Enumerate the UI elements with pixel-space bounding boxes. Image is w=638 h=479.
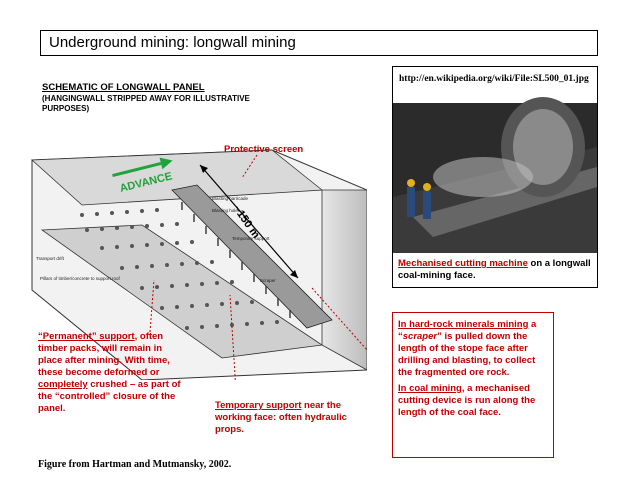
longwall-schematic: ADVANCE ~150 m Transport drift Pillars o… xyxy=(31,144,367,380)
temporary-props xyxy=(181,202,291,318)
hard-rock-link: In hard-rock minerals mining xyxy=(398,319,529,330)
scraper-leader xyxy=(311,287,367,351)
pillar-dots xyxy=(80,208,279,330)
slide-title-text: Underground mining: longwall mining xyxy=(49,34,296,51)
permanent-support-note: “Permanent” support, often timber packs,… xyxy=(38,331,188,415)
hard-rock-text-b: ” is pulled down the length of the stope… xyxy=(398,331,536,378)
temporary-support-link: Temporary support xyxy=(215,400,302,411)
temporary-support-text: near the working face: often hydraulic p… xyxy=(215,400,347,435)
schematic-heading: SCHEMATIC OF LONGWALL PANEL (HANGINGWALL… xyxy=(42,82,272,114)
slide-title: Underground mining: longwall mining xyxy=(40,30,598,56)
transport-drift xyxy=(40,224,324,359)
permanent-support-link: “Permanent” support xyxy=(38,331,135,342)
working-face xyxy=(171,184,333,329)
temporary-support-leader xyxy=(229,294,236,380)
scraper-word: scraper xyxy=(402,331,438,342)
permanent-text-completely: completely xyxy=(38,379,88,390)
hard-rock-note: In hard-rock minerals mining a “scraper”… xyxy=(392,312,554,458)
temporary-support-note: Temporary support near the working face:… xyxy=(215,400,365,436)
hard-rock-text-a: a “ xyxy=(398,319,537,342)
label-pillars: Pillars of timber/concrete to support ro… xyxy=(40,276,121,281)
permanent-text-b: , often timber packs, will remain in pla… xyxy=(38,331,170,378)
permanent-support-leader xyxy=(149,279,155,333)
back-wall xyxy=(31,149,324,206)
photo-caption-link: Mechanised cutting machine xyxy=(398,258,528,269)
label-scraper: Scraper xyxy=(260,278,276,283)
figure-caption: Figure from Hartman and Mutmansky, 2002. xyxy=(38,459,232,470)
photo-panel: http://en.wikipedia.org/wiki/File:SL500_… xyxy=(392,66,598,288)
coal-mining-paragraph: In coal mining, a mechanised cutting dev… xyxy=(398,383,548,419)
photo-caption-rest: on a longwall coal-mining face. xyxy=(398,258,591,281)
schematic-title: SCHEMATIC OF LONGWALL PANEL xyxy=(42,82,205,93)
photo-caption: Mechanised cutting machine on a longwall… xyxy=(398,258,594,282)
label-blasting-barricade: Blasting barricade xyxy=(212,196,249,201)
length-arrow xyxy=(199,164,299,279)
right-wall xyxy=(321,189,367,371)
label-temporary-support: Temporary support xyxy=(232,236,270,241)
coal-mining-link: In coal mining xyxy=(398,383,462,394)
label-transport-drift: Transport drift xyxy=(36,256,65,261)
protective-screen-leader xyxy=(241,154,258,179)
permanent-text-d: crushed – as part of the “controlled” cl… xyxy=(38,379,181,414)
schematic-subtitle: (HANGINGWALL STRIPPED AWAY FOR ILLUSTRAT… xyxy=(42,94,250,113)
hard-rock-paragraph: In hard-rock minerals mining a “scraper”… xyxy=(398,319,548,379)
cutting-machine-photo xyxy=(393,67,597,287)
protective-screen-label: Protective screen xyxy=(224,144,303,155)
coal-mining-text: , a mechanised cutting device is run alo… xyxy=(398,383,536,418)
label-blasting-holes: Blasting holes xyxy=(212,208,241,213)
photo-url: http://en.wikipedia.org/wiki/File:SL500_… xyxy=(399,74,589,84)
